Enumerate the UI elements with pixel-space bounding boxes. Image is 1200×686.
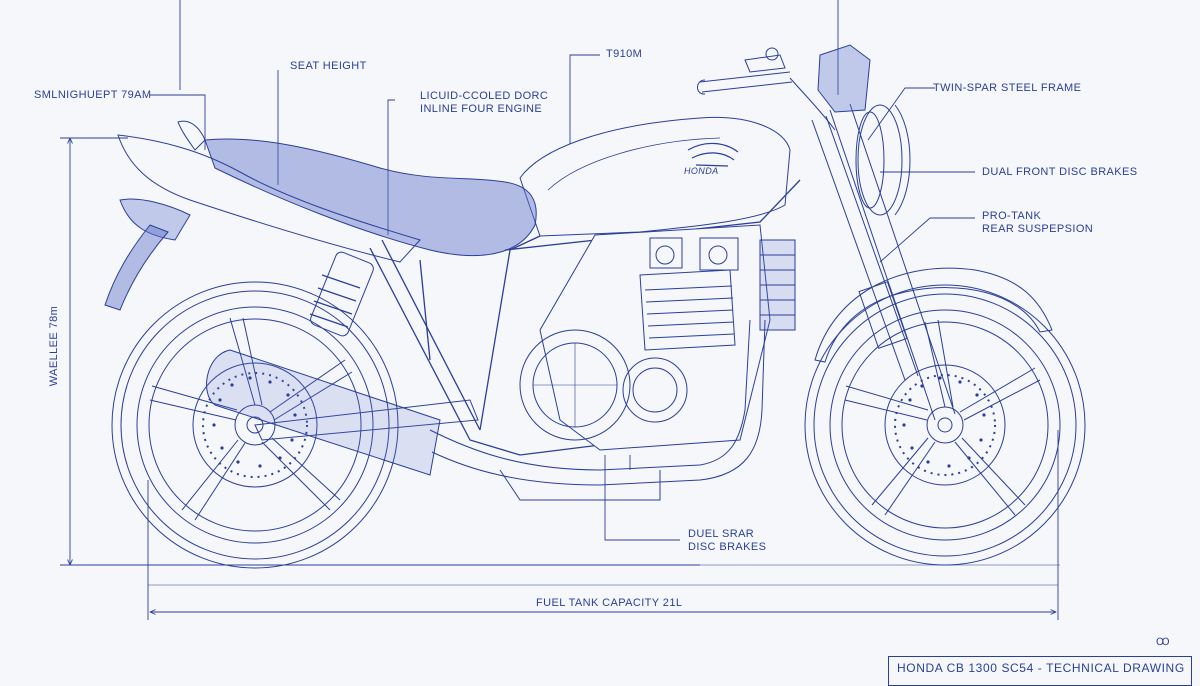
top-dimension-label: T910M (606, 48, 643, 60)
front-wheel (804, 284, 1086, 566)
suspension-label-line1: PRO-TANK (982, 210, 1042, 222)
vertical-dimension-label: WAELLEE 78m (48, 305, 61, 387)
fuel-capacity-label: FUEL TANK CAPACITY 21L (536, 597, 683, 609)
frame-label: TWIN-SPAR STEEL FRAME (933, 82, 1082, 94)
corner-mark: Ꝏ (1156, 637, 1170, 648)
seat (204, 138, 537, 257)
tank-wing-logo (687, 142, 739, 167)
engine-label-line1: LICUID-CCOLED DORC (420, 90, 549, 102)
suspension-label: PRO-TANK REAR SUSPEPSION (982, 210, 1093, 236)
engine (519, 224, 796, 451)
instrument-cluster (817, 44, 871, 113)
dimension-lines (60, 0, 1060, 620)
swingarm (254, 399, 479, 441)
rear-fender (104, 224, 169, 311)
front-brakes-label: DUAL FRONT DISC BRAKES (982, 166, 1138, 178)
seat-height-label: SEAT HEIGHT (290, 60, 367, 72)
suspension-label-line2: REAR SUSPEPSION (982, 223, 1094, 235)
headlight (855, 104, 911, 216)
engine-label-line2: INLINE FOUR ENGINE (420, 103, 543, 115)
title-block: HONDA CB 1300 SC54 - TECHNICAL DRAWING (888, 656, 1192, 686)
rear-brakes-label: DUEL SRAR DISC BRAKES (688, 528, 766, 554)
tank-badge-text: HONDA (684, 166, 719, 176)
rear-shock (309, 251, 374, 337)
rear-brakes-label-line1: DUEL SRAR (688, 528, 755, 540)
exhaust (206, 319, 766, 501)
engine-label: LICUID-CCOLED DORC INLINE FOUR ENGINE (420, 90, 548, 116)
fuel-tank (519, 116, 791, 237)
frame (369, 179, 801, 456)
rear-wheel (111, 281, 399, 569)
leader-lines (150, 54, 975, 541)
handlebar (697, 47, 836, 131)
front-forks (811, 103, 956, 421)
rear-brakes-label-line2: DISC BRAKES (688, 541, 767, 553)
title-block-text: HONDA CB 1300 SC54 - TECHNICAL DRAWING (897, 661, 1185, 675)
left-dimension-label: SMLNIGHUEPT 79AM (34, 89, 152, 101)
tail-section (117, 134, 421, 263)
front-fender (814, 267, 1053, 363)
brake-disc-dots (212, 376, 986, 468)
rear-light (119, 198, 191, 241)
